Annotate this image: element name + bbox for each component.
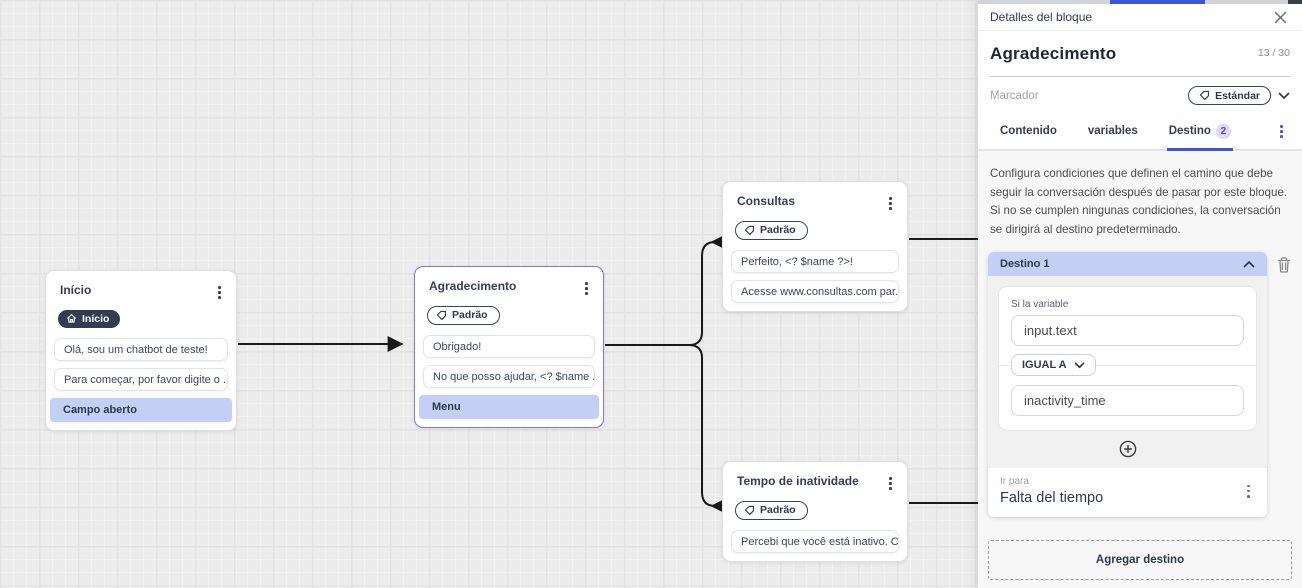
inicio-badge: Início — [58, 309, 121, 328]
node-menu-icon[interactable] — [213, 283, 226, 302]
node-agradecimento[interactable]: Agradecimento Padrão Obrigado! No que po… — [414, 266, 604, 428]
go-to-row: Ir para Falta del tiempo — [988, 468, 1267, 518]
close-icon[interactable] — [1272, 9, 1289, 26]
trash-icon[interactable] — [1276, 256, 1292, 274]
go-to-label: Ir para — [1000, 476, 1029, 488]
node-message-item: Olá, sou um chatbot de teste! — [54, 338, 228, 362]
node-message-item: Obrigado! — [423, 334, 595, 358]
chevron-down-icon — [1074, 362, 1084, 368]
node-menu-icon[interactable] — [884, 474, 897, 493]
add-condition-icon[interactable] — [1119, 440, 1137, 458]
node-title: Agradecimento — [429, 279, 517, 293]
marcador-label: Marcador — [990, 89, 1039, 102]
destino-count-badge: 2 — [1215, 123, 1231, 139]
node-menu-icon[interactable] — [580, 279, 593, 298]
node-message-item: Acesse www.consultas.com par... — [731, 279, 899, 303]
padrao-badge: Padrão — [735, 500, 808, 520]
tag-icon — [1199, 90, 1210, 100]
condition-label: Si la variable — [1011, 299, 1069, 311]
destino-description: Configura condiciones que definen el cam… — [990, 167, 1288, 236]
node-message-item: Para começar, por favor digite o ... — [54, 368, 228, 392]
tabs-menu-icon[interactable] — [1275, 122, 1288, 141]
destination-title: Destino 1 — [1000, 258, 1050, 271]
home-icon — [67, 314, 76, 324]
tab-destino[interactable]: Destino 2 — [1166, 114, 1233, 151]
node-message-item: Perfeito, <? $name ?>! — [731, 249, 899, 273]
go-to-value: Falta del tiempo — [1000, 490, 1104, 507]
variable-input[interactable] — [1011, 315, 1244, 347]
edge-agradecimento-tempo — [605, 344, 727, 514]
chevron-up-icon[interactable] — [1243, 260, 1255, 268]
node-message-item: Percebi que você está inativo. C... — [731, 529, 899, 553]
tag-icon — [436, 310, 446, 320]
panel-title: Detalles del bloque — [990, 10, 1093, 24]
node-input-item: Campo aberto — [50, 398, 232, 423]
tab-contenido[interactable]: Contenido — [1000, 125, 1057, 137]
node-input-item: Menu — [419, 394, 599, 419]
node-inicio[interactable]: Início Início Olá, sou um chatbot de tes… — [45, 270, 237, 432]
node-title: Início — [60, 283, 92, 297]
char-counter: 13 / 30 — [1257, 47, 1290, 59]
padrao-badge: Padrão — [427, 305, 500, 325]
node-consultas[interactable]: Consultas Padrão Perfeito, <? $name ?>! … — [722, 181, 908, 312]
value-input[interactable] — [1011, 385, 1244, 417]
destination-header[interactable]: Destino 1 — [988, 252, 1267, 277]
operator-select[interactable]: IGUAL A — [1011, 354, 1096, 377]
top-toolbar-edge — [978, 0, 1302, 4]
tag-icon — [744, 505, 754, 515]
go-to-menu-icon[interactable] — [1242, 482, 1255, 501]
estandar-chip[interactable]: Estándar — [1188, 86, 1271, 105]
chevron-down-icon[interactable] — [1278, 92, 1290, 100]
condition-card: Si la variable IGUAL A — [998, 286, 1257, 432]
top-toolbar-active-indicator — [1110, 0, 1205, 4]
panel-tabs: Contenido variables Destino 2 — [978, 114, 1302, 151]
tag-icon — [744, 225, 754, 235]
node-message-item: No que posso ajudar, <? $name ... — [423, 364, 595, 388]
node-tempo-de-inatividade[interactable]: Tempo de inatividade Padrão Percebi que … — [722, 461, 908, 562]
node-title: Tempo de inatividade — [737, 474, 859, 488]
edge-agradecimento-consultas — [605, 234, 727, 346]
padrao-badge: Padrão — [735, 220, 808, 240]
block-name[interactable]: Agradecimento — [990, 44, 1117, 63]
add-destination-button[interactable]: Agregar destino — [988, 540, 1292, 581]
destination-card: Destino 1 Si la variable IGUAL A — [988, 252, 1267, 518]
block-details-panel: Detalles del bloque Agradecimento 13 / 3… — [978, 0, 1302, 588]
tab-variables[interactable]: variables — [1087, 125, 1138, 137]
top-toolbar-dark-segment — [1288, 0, 1302, 4]
node-menu-icon[interactable] — [884, 194, 897, 213]
node-title: Consultas — [737, 194, 796, 208]
